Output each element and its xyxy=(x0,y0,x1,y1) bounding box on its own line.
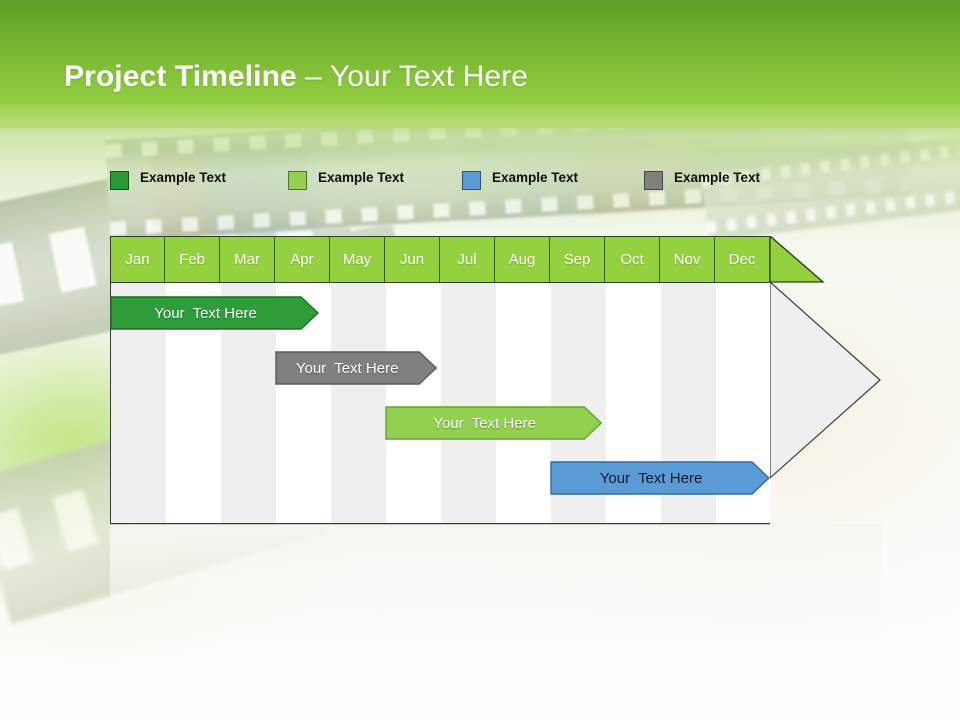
task-bar-shape xyxy=(550,461,770,495)
month-header-jun[interactable]: Jun xyxy=(385,236,440,282)
month-header-oct[interactable]: Oct xyxy=(605,236,660,282)
page-title-light: – Your Text Here xyxy=(296,60,529,93)
timeline-column-may xyxy=(331,283,386,523)
timeline-column-aug xyxy=(496,283,551,523)
legend: Example Text Example Text Example Text Exam… xyxy=(110,168,830,196)
page-title-bold: Project Timeline xyxy=(64,60,297,93)
timeline-column-jun xyxy=(386,283,441,523)
legend-swatch-light-green xyxy=(288,171,307,190)
page-title: Project Timeline – Your Text Here xyxy=(64,60,528,94)
month-header-feb[interactable]: Feb xyxy=(165,236,220,282)
legend-item-label: Example Text xyxy=(318,170,405,185)
arrow-head-body xyxy=(770,281,881,479)
task-bar-shape xyxy=(385,406,603,440)
task-bar-label: Your Text Here xyxy=(599,469,703,487)
month-header-nov[interactable]: Nov xyxy=(660,236,715,282)
month-header-apr[interactable]: Apr xyxy=(275,236,330,282)
task-bar-2[interactable]: Your Text Here xyxy=(275,351,438,385)
chart-bottom-edge xyxy=(110,524,770,525)
task-bar-shape xyxy=(110,296,319,330)
timeline-arrow-head xyxy=(770,236,881,479)
month-header-jan[interactable]: Jan xyxy=(110,236,165,282)
legend-swatch-gray xyxy=(644,171,663,190)
legend-swatch-dark-green xyxy=(110,171,129,190)
task-bar-label: Your Text Here xyxy=(433,414,536,432)
month-header-dec[interactable]: Dec xyxy=(715,236,770,282)
task-bar-shape xyxy=(275,351,438,385)
header-fade xyxy=(0,104,960,150)
month-header-mar[interactable]: Mar xyxy=(220,236,275,282)
task-bar-label: Your Text Here xyxy=(295,359,399,377)
month-header-may[interactable]: May xyxy=(330,236,385,282)
task-bar-4[interactable]: Your Text Here xyxy=(550,461,770,495)
legend-item-label: Example Text xyxy=(674,170,761,185)
legend-item-label: Example Text xyxy=(492,170,579,185)
legend-swatch-blue xyxy=(462,171,481,190)
month-header-sep[interactable]: Sep xyxy=(550,236,605,282)
chart-reflection xyxy=(110,524,882,654)
month-header-jul[interactable]: Jul xyxy=(440,236,495,282)
task-bar-label: Your Text Here xyxy=(154,304,257,322)
task-bar-1[interactable]: Your Text Here xyxy=(110,296,319,330)
legend-item-label: Example Text xyxy=(140,170,227,185)
month-header-aug[interactable]: Aug xyxy=(495,236,550,282)
timeline-column-jul xyxy=(441,283,496,523)
task-bar-3[interactable]: Your Text Here xyxy=(385,406,603,440)
